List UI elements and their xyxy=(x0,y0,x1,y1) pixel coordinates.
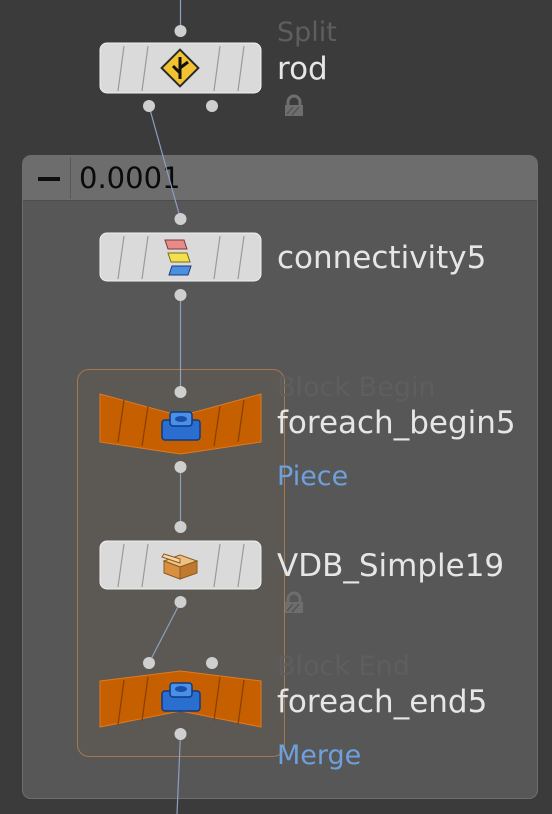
input-connector[interactable] xyxy=(174,386,187,398)
node-foreach-end5-shape xyxy=(99,657,262,740)
node-rod-shape xyxy=(99,25,262,112)
wire-foreach-end5-output xyxy=(176,733,182,814)
node-name-label: foreach_end5 xyxy=(277,684,488,720)
node-connectivity5[interactable] xyxy=(96,210,266,305)
wire-vdb-simple19-foreach-end5 xyxy=(148,601,182,664)
network-box-title: 0.0001 xyxy=(79,161,181,195)
node-type-label: Split xyxy=(277,17,337,48)
node-mode-label: Piece xyxy=(277,461,349,492)
input-connector[interactable] xyxy=(174,521,187,533)
output-connector[interactable] xyxy=(174,728,187,740)
node-vdb-simple19[interactable] xyxy=(96,517,266,612)
node-connectivity5-shape xyxy=(99,213,262,301)
collapse-network-box-button[interactable] xyxy=(24,157,71,199)
lock-icon[interactable] xyxy=(283,591,305,614)
minus-icon xyxy=(38,177,60,181)
node-foreach-end5[interactable] xyxy=(96,653,266,748)
input-connector-1[interactable] xyxy=(143,657,155,669)
network-box-header[interactable]: 0.0001 xyxy=(23,156,537,201)
input-connector[interactable] xyxy=(174,25,187,37)
output-connector[interactable] xyxy=(174,461,187,473)
box-icon xyxy=(161,553,199,580)
node-rod[interactable] xyxy=(96,22,266,117)
node-type-label: Block Begin xyxy=(277,372,436,403)
connectivity-icon xyxy=(164,239,192,276)
wire-rod-connectivity5 xyxy=(148,105,182,220)
node-name-label: rod xyxy=(277,51,328,87)
node-name-label: VDB_Simple19 xyxy=(277,548,505,584)
node-mode-label: Merge xyxy=(277,740,362,771)
lock-icon[interactable] xyxy=(283,94,305,117)
node-name-label: connectivity5 xyxy=(277,240,487,276)
node-foreach-begin5[interactable] xyxy=(96,382,266,477)
output-connector-1[interactable] xyxy=(143,100,155,112)
node-name-label: foreach_begin5 xyxy=(277,405,516,441)
input-connector-2[interactable] xyxy=(206,657,218,669)
output-connector[interactable] xyxy=(174,289,187,301)
output-connector-2[interactable] xyxy=(206,100,218,112)
node-type-label: Block End xyxy=(277,651,410,682)
block-begin-icon xyxy=(161,411,201,441)
node-foreach-begin5-shape xyxy=(99,386,262,473)
output-connector[interactable] xyxy=(174,596,187,608)
block-end-icon xyxy=(161,682,201,712)
input-connector[interactable] xyxy=(174,213,187,225)
node-vdb-simple19-shape xyxy=(99,521,262,608)
split-icon xyxy=(160,48,200,88)
